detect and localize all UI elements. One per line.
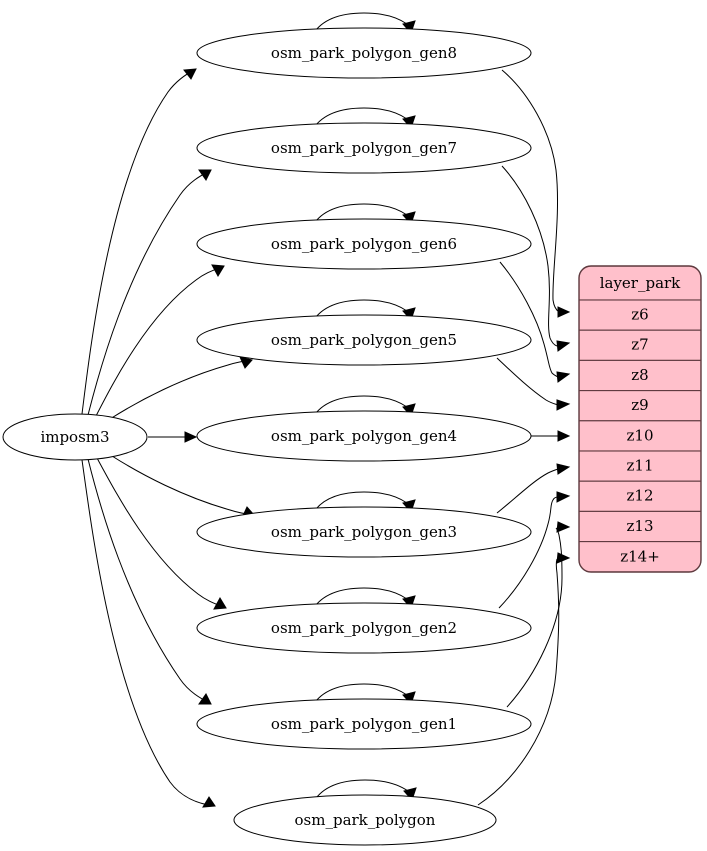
node-gen1-label: osm_park_polygon_gen1 — [271, 715, 457, 733]
edge-imposm3-to-gen2 — [96, 457, 227, 610]
node-gen4[interactable]: osm_park_polygon_gen4 — [196, 410, 532, 462]
edge-imposm3-to-gen7 — [87, 169, 212, 416]
node-gen6[interactable]: osm_park_polygon_gen6 — [196, 218, 532, 270]
node-gen7-label: osm_park_polygon_gen7 — [271, 139, 457, 157]
edge-imposm3-to-base — [81, 459, 216, 808]
node-gen2-label: osm_park_polygon_gen2 — [271, 619, 457, 637]
node-gen5-shape[interactable] — [196, 314, 532, 366]
node-imposm3-shape[interactable] — [2, 413, 148, 461]
edge-gen2-to-z12 — [498, 491, 571, 609]
layer-park-table[interactable]: layer_park z6 z7 z8 z9 z10 z11 z12 z13 z… — [578, 265, 702, 573]
node-gen7[interactable]: osm_park_polygon_gen7 — [196, 122, 532, 174]
edge-gen4-to-z10 — [531, 430, 571, 442]
layer-park-row-z14plus[interactable] — [579, 541, 701, 572]
layer-park-label-z9: z9 — [631, 396, 648, 414]
node-gen4-shape[interactable] — [196, 410, 532, 462]
layer-park-label-z13: z13 — [627, 517, 654, 535]
node-gen3-label: osm_park_polygon_gen3 — [271, 523, 457, 541]
layer-park-label-z11: z11 — [627, 457, 654, 475]
edges-to-layer-table — [477, 69, 571, 806]
node-gen5-label: osm_park_polygon_gen5 — [271, 331, 457, 349]
node-gen1-shape[interactable] — [196, 698, 532, 750]
edge-imposm3-to-gen4 — [148, 431, 198, 443]
layer-park-label-z14plus: z14+ — [620, 547, 660, 565]
node-gen3-shape[interactable] — [196, 506, 532, 558]
layer-park-header-label: layer_park — [600, 274, 681, 292]
node-gen6-label: osm_park_polygon_gen6 — [271, 235, 457, 253]
layer-park-row-z10[interactable] — [579, 420, 701, 452]
layer-park-label-z7: z7 — [631, 336, 648, 354]
node-gen7-shape[interactable] — [196, 122, 532, 174]
node-base[interactable]: osm_park_polygon — [233, 794, 497, 846]
layer-park-row-z6[interactable] — [579, 299, 701, 331]
node-gen6-shape[interactable] — [196, 218, 532, 270]
node-gen1[interactable]: osm_park_polygon_gen1 — [196, 698, 532, 750]
layer-park-label-z10: z10 — [627, 426, 654, 444]
edge-gen1-to-z13 — [506, 521, 571, 708]
edge-gen5-to-z9 — [496, 357, 571, 411]
node-gen8-shape[interactable] — [196, 27, 532, 79]
edge-imposm3-to-gen8 — [81, 68, 197, 415]
edge-gen7-to-z7 — [501, 165, 571, 352]
layer-park-header-cell — [579, 266, 701, 301]
node-base-shape[interactable] — [233, 794, 497, 846]
edges-from-imposm3 — [81, 68, 255, 808]
edge-gen3-to-z11 — [496, 463, 571, 514]
node-gen4-label: osm_park_polygon_gen4 — [271, 427, 457, 445]
layer-park-outline — [578, 265, 702, 573]
edge-gen8-to-z6 — [501, 69, 571, 318]
node-gen3[interactable]: osm_park_polygon_gen3 — [196, 506, 532, 558]
node-imposm3-label: imposm3 — [40, 428, 109, 446]
edge-gen6-to-z8 — [499, 261, 571, 383]
node-gen5[interactable]: osm_park_polygon_gen5 — [196, 314, 532, 366]
layer-park-label-z12: z12 — [627, 487, 654, 505]
layer-park-label-z6: z6 — [631, 306, 648, 324]
edge-imposm3-to-gen6 — [95, 264, 225, 417]
layer-park-row-z13[interactable] — [579, 510, 701, 543]
node-gen8-label: osm_park_polygon_gen8 — [271, 44, 457, 62]
node-gen2-shape[interactable] — [196, 602, 532, 654]
edge-imposm3-to-gen5 — [109, 356, 253, 420]
node-gen2[interactable]: osm_park_polygon_gen2 — [196, 602, 532, 654]
edge-imposm3-to-gen1 — [87, 458, 212, 705]
node-gen8[interactable]: osm_park_polygon_gen8 — [196, 27, 532, 79]
layer-park-row-z9[interactable] — [579, 390, 701, 422]
edge-imposm3-to-gen3 — [111, 455, 255, 519]
layer-park-label-z8: z8 — [631, 366, 648, 384]
layer-park-row-z7[interactable] — [579, 329, 701, 361]
edge-base-to-z14 — [477, 552, 571, 806]
node-imposm3[interactable]: imposm3 — [2, 413, 148, 461]
node-base-label: osm_park_polygon — [295, 811, 436, 829]
